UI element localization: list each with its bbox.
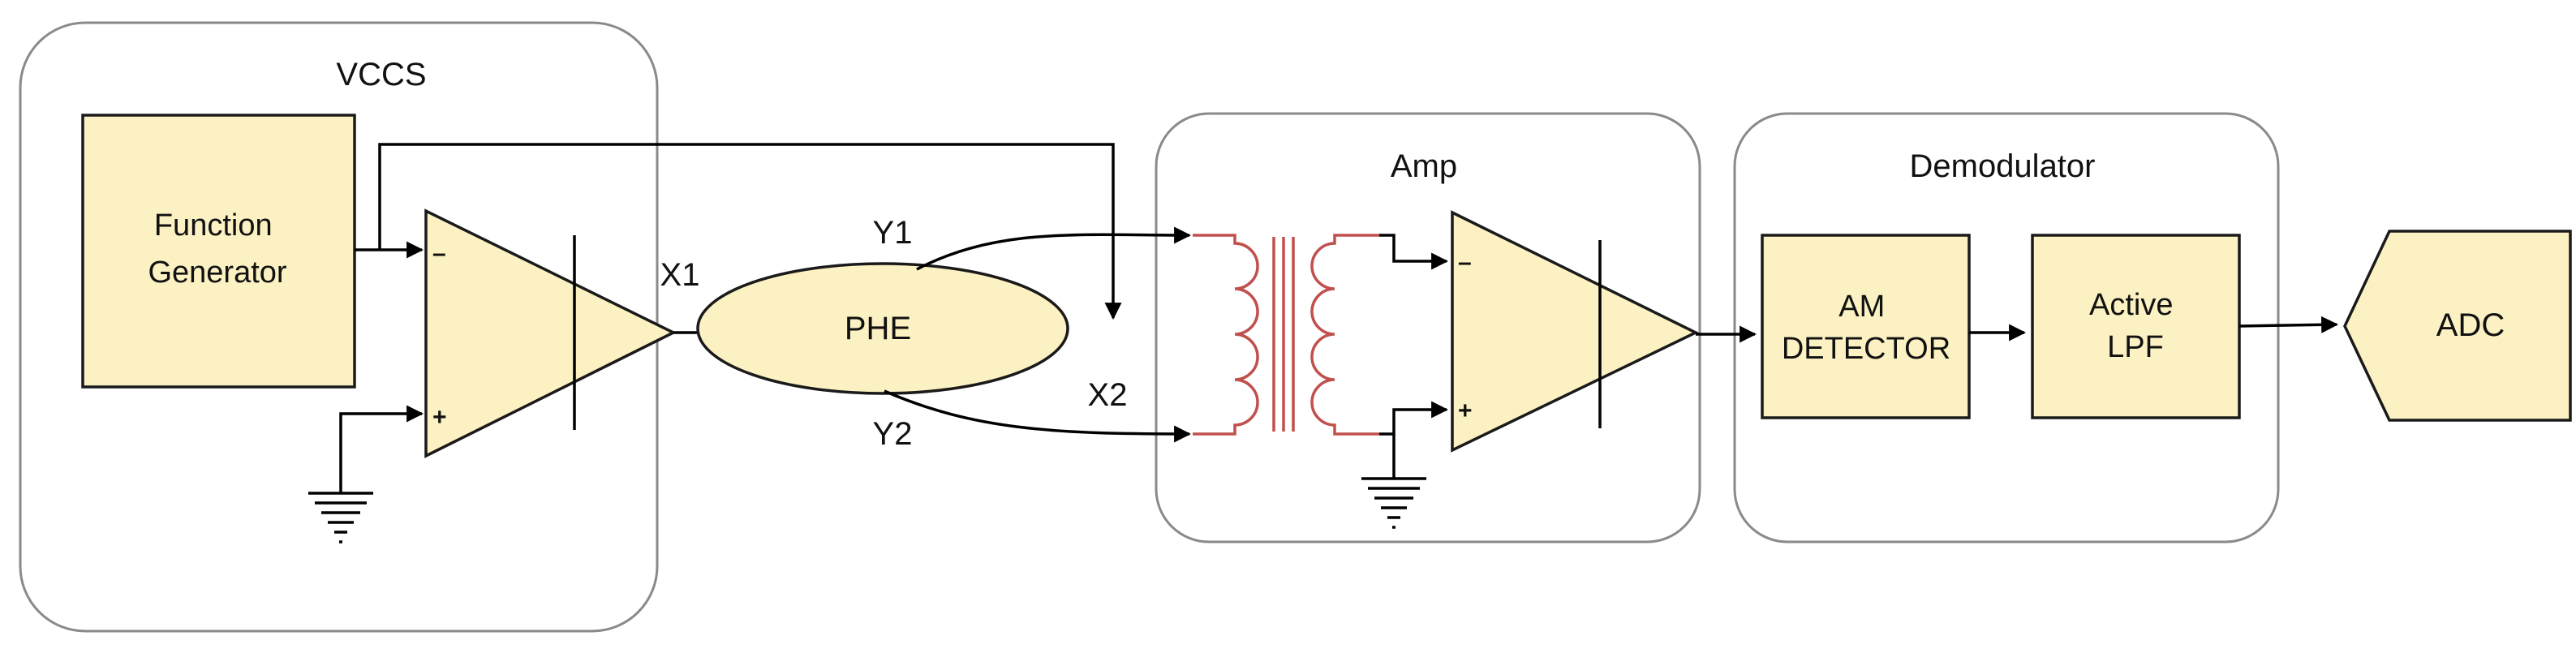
function-generator-block bbox=[81, 114, 356, 389]
x2-label: X2 bbox=[1088, 377, 1128, 413]
secondary-top-wire bbox=[1379, 234, 1449, 270]
active-lpf-label-line-1: Active bbox=[2089, 288, 2173, 322]
vccs-label: VCCS bbox=[336, 57, 426, 92]
amp-opamp bbox=[1451, 210, 1699, 453]
lpf-to-adc-wire bbox=[2238, 316, 2339, 333]
phe-label: PHE bbox=[845, 311, 911, 346]
amp-ground-icon bbox=[1361, 477, 1426, 529]
adc-label: ADC bbox=[2436, 307, 2505, 343]
feedback-wire bbox=[378, 143, 1122, 320]
am-detector-label-line-2: DETECTOR bbox=[1782, 332, 1950, 366]
amp-opamp-minus-sign: – bbox=[1458, 249, 1472, 276]
transformer-secondary-coil bbox=[1310, 234, 1379, 436]
adc-block bbox=[2343, 230, 2572, 422]
transformer-icon bbox=[1193, 234, 1379, 436]
phe-element bbox=[696, 262, 1069, 395]
transformer-primary-coil bbox=[1193, 234, 1259, 436]
demodulator-label: Demodulator bbox=[1909, 148, 2095, 184]
function-generator-label-line-1: Function bbox=[154, 208, 273, 243]
y2-wire bbox=[884, 389, 1192, 443]
active-lpf-label: Active LPF bbox=[2089, 288, 2182, 364]
vccs-opamp-plus-sign: + bbox=[432, 404, 447, 431]
active-lpf-label-line-2: LPF bbox=[2107, 330, 2164, 364]
y2-label: Y2 bbox=[873, 416, 913, 452]
function-generator-label-line-2: Generator bbox=[148, 256, 286, 290]
x1-label: X1 bbox=[660, 257, 700, 293]
vccs-ground-icon bbox=[308, 492, 373, 543]
am-detector-label-line-1: AM bbox=[1838, 290, 1885, 324]
y1-wire bbox=[916, 226, 1192, 271]
am-detector-block bbox=[1761, 234, 1971, 419]
vccs-ground-wire bbox=[339, 405, 424, 493]
active-lpf-block bbox=[2031, 234, 2241, 419]
secondary-bottom-wire bbox=[1379, 401, 1449, 436]
amp-group bbox=[1155, 112, 1701, 543]
demodulator-group bbox=[1733, 112, 2280, 543]
amp-opamp-plus-sign: + bbox=[1458, 397, 1473, 424]
amp-label: Amp bbox=[1391, 148, 1457, 184]
vccs-opamp bbox=[424, 208, 677, 458]
am-detector-label: AM DETECTOR bbox=[1782, 290, 1950, 366]
vccs-opamp-minus-sign: – bbox=[432, 240, 446, 267]
function-generator-label: Function Generator bbox=[148, 208, 286, 290]
y1-label: Y1 bbox=[873, 215, 913, 251]
